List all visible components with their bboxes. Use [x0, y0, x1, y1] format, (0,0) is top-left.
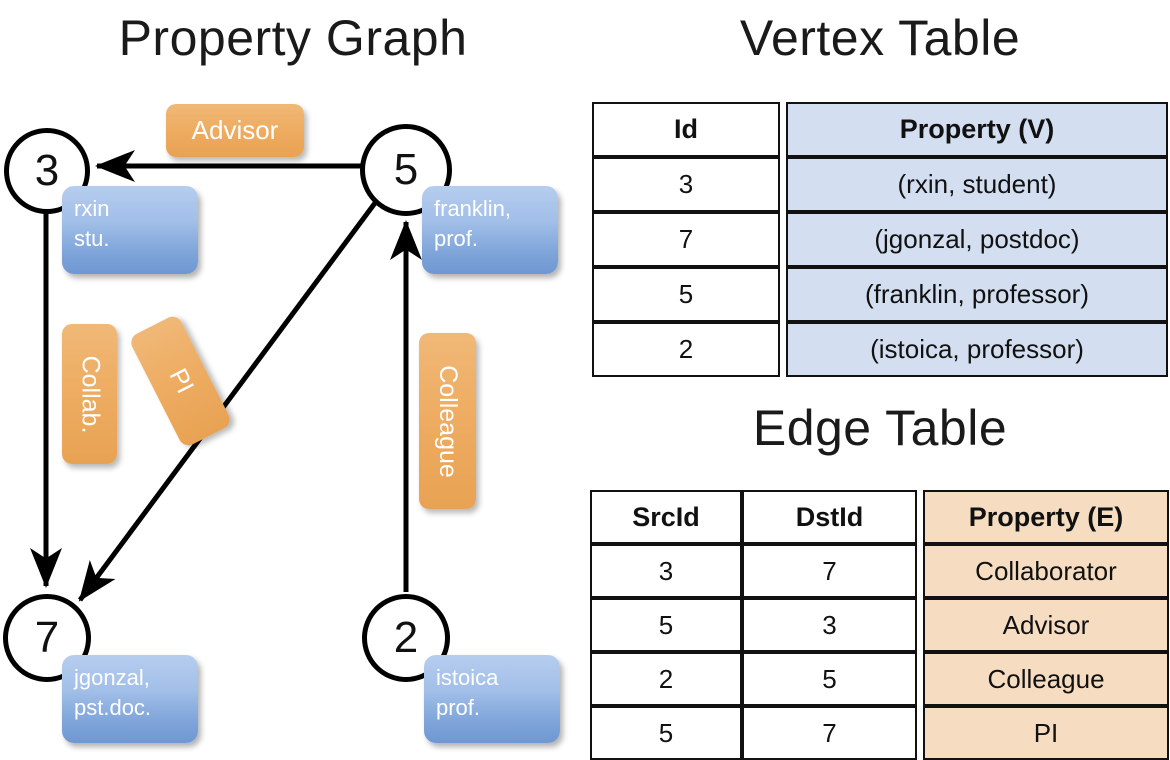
vertex-property-jgonzal-line1: jgonzal, [74, 665, 150, 690]
page-title-property-graph: Property Graph [118, 10, 468, 66]
table-row: 3 (rxin, student) [592, 157, 1168, 212]
edge-label-colleague-text: Colleague [434, 364, 462, 478]
edge-row-2-property: Colleague [923, 652, 1169, 706]
edge-label-advisor-text: Advisor [191, 115, 279, 145]
page-title-vertex-table: Vertex Table [739, 10, 1021, 66]
edge-label-collab-text: Collab. [76, 355, 105, 433]
vertex-property-box-jgonzal: jgonzal, pst.doc. [62, 655, 198, 743]
edge-5-to-7-pi [77, 201, 378, 602]
graph-node-2-label: 2 [393, 613, 419, 662]
table-row: 2 (istoica, professor) [592, 322, 1168, 377]
vertex-property-box-franklin: franklin, prof. [422, 186, 558, 274]
table-row: 5 3 Advisor [590, 598, 1169, 652]
edge-table-header-dstid: DstId [742, 490, 917, 544]
vertex-property-istoica-line2: prof. [436, 695, 481, 720]
vertex-table: Id Property (V) 3 (rxin, student) 7 (jgo… [592, 102, 1168, 377]
vertex-row-3-property: (istoica, professor) [786, 322, 1168, 377]
vertex-table-header-id: Id [592, 102, 780, 157]
edge-row-1-dst: 3 [742, 598, 917, 652]
edge-row-2-src: 2 [590, 652, 742, 706]
vertex-property-box-rxin: rxin stu. [62, 186, 198, 274]
table-row: 7 (jgonzal, postdoc) [592, 212, 1168, 267]
edge-label-advisor: Advisor [166, 104, 304, 157]
vertex-table-header-property: Property (V) [786, 102, 1168, 157]
table-row: 2 5 Colleague [590, 652, 1169, 706]
vertex-row-2-id: 5 [592, 267, 780, 322]
vertex-property-franklin-line2: prof. [434, 226, 479, 251]
graph-node-2[interactable]: 2 [362, 594, 450, 682]
graph-node-5-label: 5 [393, 145, 419, 194]
graph-node-7-label: 7 [34, 613, 60, 662]
edge-row-3-src: 5 [590, 706, 742, 760]
vertex-table-header-row: Id Property (V) [592, 102, 1168, 157]
vertex-row-1-id: 7 [592, 212, 780, 267]
edge-row-3-dst: 7 [742, 706, 917, 760]
edge-row-0-dst: 7 [742, 544, 917, 598]
edge-row-1-property: Advisor [923, 598, 1169, 652]
edge-row-3-property: PI [923, 706, 1169, 760]
edge-table-header-srcid: SrcId [590, 490, 742, 544]
edge-label-pi-text: PI [163, 363, 199, 398]
vertex-row-0-id: 3 [592, 157, 780, 212]
edge-row-0-src: 3 [590, 544, 742, 598]
vertex-property-rxin-line2: stu. [74, 226, 110, 251]
table-row: 5 7 PI [590, 706, 1169, 760]
table-row: 3 7 Collaborator [590, 544, 1169, 598]
vertex-property-jgonzal-line2: pst.doc. [74, 695, 152, 720]
property-graph-diagram: 3 5 7 2 rxin stu. franklin, prof. jgonza… [3, 104, 560, 743]
edge-row-0-property: Collaborator [923, 544, 1169, 598]
vertex-row-1-property: (jgonzal, postdoc) [786, 212, 1168, 267]
table-row: 5 (franklin, professor) [592, 267, 1168, 322]
edge-row-2-dst: 5 [742, 652, 917, 706]
vertex-property-istoica-line1: istoica [436, 665, 499, 690]
vertex-property-rxin-line1: rxin [74, 196, 110, 221]
edge-label-colleague: Colleague [419, 333, 476, 509]
vertex-property-franklin-line1: franklin, [434, 196, 512, 221]
edge-row-1-src: 5 [590, 598, 742, 652]
edge-table-header-property: Property (E) [923, 490, 1169, 544]
vertex-row-0-property: (rxin, student) [786, 157, 1168, 212]
edge-table-header-row: SrcId DstId Property (E) [590, 490, 1169, 544]
edge-table: SrcId DstId Property (E) 3 7 Collaborato… [590, 490, 1169, 760]
page-title-edge-table: Edge Table [752, 400, 1008, 456]
vertex-property-box-istoica: istoica prof. [424, 655, 560, 743]
graph-edges-layer [30, 150, 422, 602]
vertex-row-2-property: (franklin, professor) [786, 267, 1168, 322]
graph-node-3-label: 3 [34, 146, 60, 195]
vertex-row-3-id: 2 [592, 322, 780, 377]
edge-label-collab: Collab. [62, 324, 117, 464]
graph-node-5[interactable]: 5 [360, 124, 452, 216]
